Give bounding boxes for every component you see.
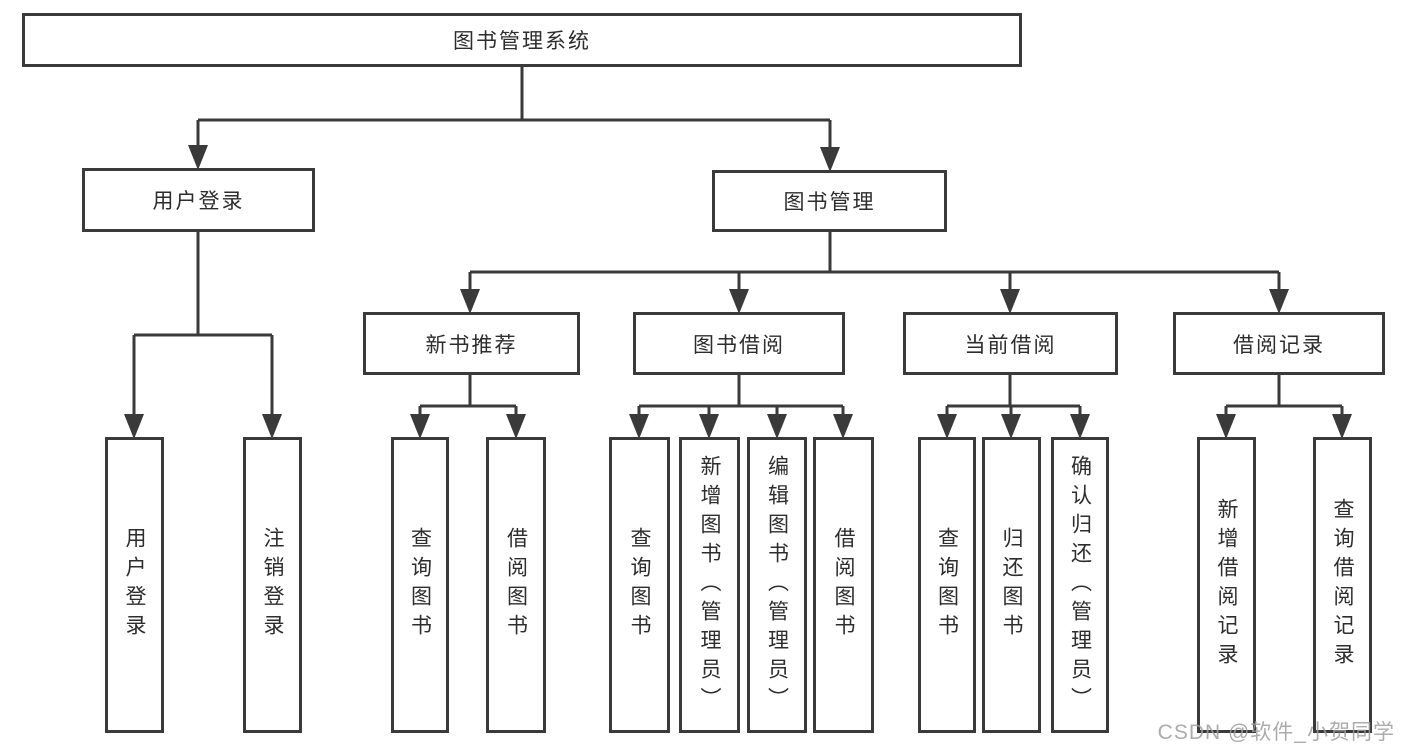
node-book-management: 图书管理 xyxy=(712,170,947,232)
node-user-login: 用户登录 xyxy=(82,168,315,232)
leaf-current-return-books: 归还图书 xyxy=(982,437,1041,733)
leaf-records-query-record-label: 查询借阅记录 xyxy=(1331,498,1354,672)
arrowheads xyxy=(124,145,1352,439)
node-book-borrowing-label: 图书借阅 xyxy=(693,333,785,357)
leaf-newrec-borrow-books-label: 借阅图书 xyxy=(504,527,528,643)
node-new-book-recommend: 新书推荐 xyxy=(363,312,580,375)
leaf-current-confirm-return-admin-label: 确认归还（管理员） xyxy=(1068,454,1092,716)
leaf-borrow-edit-books-admin-label: 编辑图书（管理员） xyxy=(765,454,789,716)
node-new-book-recommend-label: 新书推荐 xyxy=(425,333,518,357)
csdn-watermark: CSDN @软件_小贺同学 xyxy=(1157,721,1395,744)
leaf-newrec-query-books-label: 查询图书 xyxy=(408,527,432,643)
node-book-borrowing: 图书借阅 xyxy=(633,312,845,375)
node-root: 图书管理系统 xyxy=(22,13,1022,67)
leaf-current-return-books-label: 归还图书 xyxy=(1000,527,1023,643)
node-current-borrowing: 当前借阅 xyxy=(903,312,1118,375)
leaf-borrow-borrow-books: 借阅图书 xyxy=(813,437,874,733)
leaf-records-add-record-label: 新增借阅记录 xyxy=(1215,498,1238,672)
node-root-label: 图书管理系统 xyxy=(453,30,591,53)
leaf-borrow-add-books-admin-label: 新增图书（管理员） xyxy=(698,454,721,716)
leaf-login-logout: 注销登录 xyxy=(243,437,302,733)
node-user-login-label: 用户登录 xyxy=(152,190,245,213)
node-borrowing-records: 借阅记录 xyxy=(1173,312,1385,375)
node-borrowing-records-label: 借阅记录 xyxy=(1233,333,1325,357)
node-current-borrowing-label: 当前借阅 xyxy=(964,333,1057,357)
leaf-current-confirm-return-admin: 确认归还（管理员） xyxy=(1051,437,1109,733)
leaf-borrow-query-books: 查询图书 xyxy=(609,437,670,733)
leaf-current-query-books-label: 查询图书 xyxy=(935,527,959,643)
leaf-borrow-borrow-books-label: 借阅图书 xyxy=(832,527,855,643)
leaf-login-logout-label: 注销登录 xyxy=(261,527,284,643)
leaf-borrow-edit-books-admin: 编辑图书（管理员） xyxy=(747,437,807,733)
leaf-records-query-record: 查询借阅记录 xyxy=(1313,437,1372,733)
leaf-current-query-books: 查询图书 xyxy=(918,437,976,733)
leaf-records-add-record: 新增借阅记录 xyxy=(1197,437,1256,733)
leaf-newrec-borrow-books: 借阅图书 xyxy=(486,437,546,733)
leaf-borrow-add-books-admin: 新增图书（管理员） xyxy=(679,437,740,733)
leaf-borrow-query-books-label: 查询图书 xyxy=(628,527,651,643)
leaf-login-user-login: 用户登录 xyxy=(105,437,164,733)
leaf-newrec-query-books: 查询图书 xyxy=(391,437,449,733)
node-book-management-label: 图书管理 xyxy=(783,191,876,214)
leaf-login-user-login-label: 用户登录 xyxy=(123,527,146,643)
